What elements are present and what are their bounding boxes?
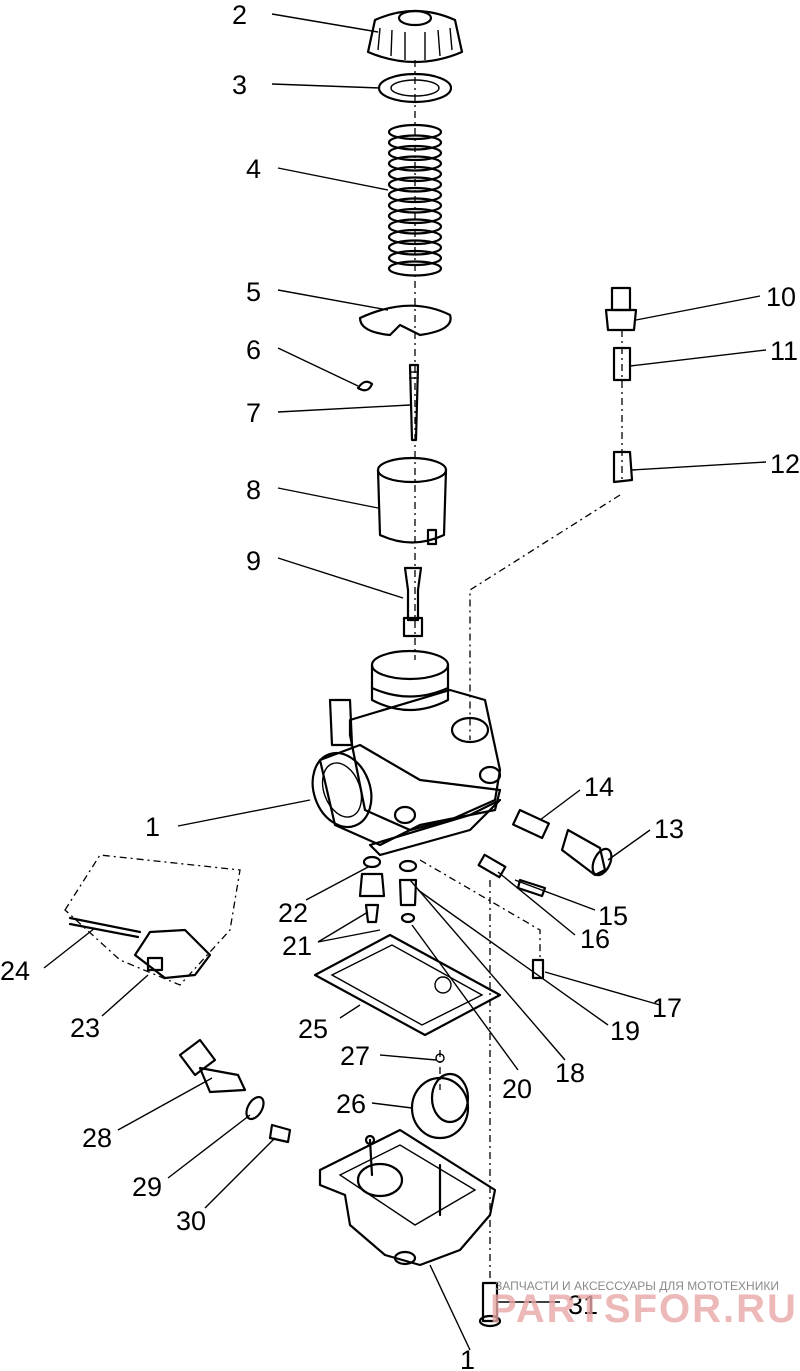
part-pilot-jet-assembly — [398, 859, 418, 924]
part-float-bowl — [318, 1128, 497, 1267]
part-clip — [356, 380, 374, 392]
part-spring — [387, 123, 443, 277]
part-cap — [366, 9, 464, 64]
part-choke-plunger — [68, 916, 142, 939]
callout-25: 25 — [298, 1014, 328, 1044]
part-air-screw — [560, 828, 613, 877]
callout-22: 22 — [278, 898, 308, 928]
part-carburetor-body — [311, 649, 502, 857]
callout-3: 3 — [232, 70, 247, 100]
callout-27: 27 — [340, 1041, 370, 1071]
part-retainer-plate — [358, 304, 452, 337]
callout-8: 8 — [246, 475, 261, 505]
callout-14: 14 — [584, 772, 614, 802]
part-drain-screw — [268, 1123, 292, 1144]
watermark-text: ЗАПЧАСТИ И АКСЕССУАРЫ ДЛЯ МОТОТЕХНИКИ — [495, 1279, 779, 1293]
callout-6: 6 — [246, 335, 261, 365]
part-needle — [408, 363, 420, 442]
callout-24: 24 — [0, 956, 30, 986]
part-cable-adjuster — [604, 286, 638, 484]
callout-15: 15 — [598, 901, 628, 931]
callout-26: 26 — [336, 1089, 366, 1119]
callout-1: 1 — [460, 1345, 475, 1371]
callout-21: 21 — [282, 931, 312, 961]
callout-28: 28 — [82, 1123, 112, 1153]
callout-7: 7 — [246, 398, 261, 428]
watermark-logo: PARTSFOR.RU — [490, 1287, 798, 1331]
callout-30: 30 — [176, 1206, 206, 1236]
callout-1: 1 — [145, 812, 160, 842]
part-needle-jet — [402, 566, 424, 638]
part-slide — [376, 456, 448, 546]
part-choke-lever — [133, 928, 212, 980]
callout-11: 11 — [770, 336, 798, 366]
callout-19: 19 — [610, 1016, 640, 1046]
callout-31: 31 — [568, 1290, 598, 1320]
part-idle-screw — [516, 878, 547, 898]
part-float — [410, 1053, 470, 1140]
callout-13: 13 — [654, 814, 684, 844]
part-pilot-jet-17 — [531, 958, 545, 980]
leader-lines — [43, 13, 767, 1351]
callout-12: 12 — [770, 449, 800, 479]
callout-20: 20 — [502, 1074, 532, 1104]
part-idle-spring — [477, 853, 507, 879]
callout-4: 4 — [246, 154, 261, 184]
part-drain-bolt — [178, 1038, 247, 1094]
part-main-jet-assembly — [358, 855, 386, 924]
part-air-screw-spring — [512, 808, 550, 840]
callout-10: 10 — [766, 282, 796, 312]
alignment-lines — [64, 60, 623, 1280]
callout-17: 17 — [652, 993, 682, 1023]
callout-18: 18 — [555, 1058, 585, 1088]
callout-16: 16 — [580, 924, 610, 954]
callout-23: 23 — [70, 1013, 100, 1043]
watermark: ЗАПЧАСТИ И АКСЕССУАРЫ ДЛЯ МОТОТЕХНИКИ PA… — [490, 1279, 798, 1331]
callout-29: 29 — [132, 1172, 162, 1202]
callout-5: 5 — [246, 277, 261, 307]
callout-2: 2 — [232, 0, 247, 30]
callout-9: 9 — [246, 546, 261, 576]
part-bowl-gasket — [313, 933, 502, 1037]
part-drain-washer — [245, 1095, 265, 1121]
